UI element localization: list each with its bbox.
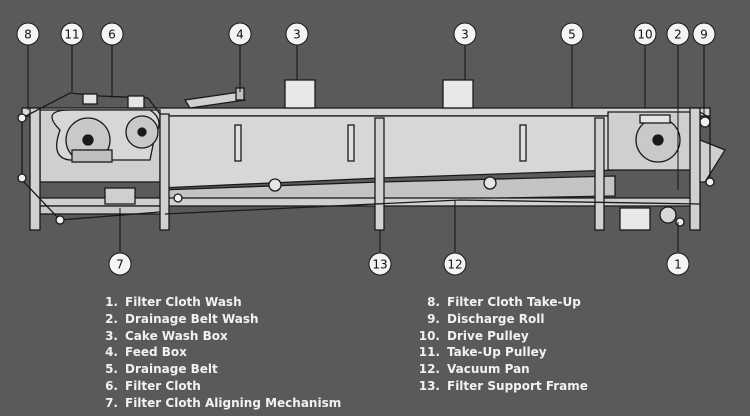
legend-number: 8. [427, 295, 440, 309]
legend-item: 5. Drainage Belt [92, 361, 341, 378]
svg-text:4: 4 [236, 28, 244, 42]
legend-label: Drainage Belt [125, 362, 218, 377]
legend-item: 10. Drive Pulley [414, 328, 588, 345]
legend-number: 3. [105, 328, 118, 343]
legend-item: 2. Drainage Belt Wash [92, 311, 341, 328]
legend-label: Vacuum Pan [447, 362, 530, 377]
legend-number: 2. [105, 311, 118, 326]
svg-text:7: 7 [116, 258, 124, 272]
legend-label: Drive Pulley [447, 328, 529, 343]
legend-number: 6. [105, 378, 118, 393]
cake-wash-box-1 [284, 79, 316, 109]
legend-item: 12. Vacuum Pan [414, 361, 588, 378]
legend-number: 7. [105, 395, 118, 410]
svg-text:3: 3 [461, 28, 469, 42]
callout-7: 7 [108, 252, 132, 276]
legend-item: 7. Filter Cloth Aligning Mechanism [92, 395, 341, 412]
svg-text:5: 5 [568, 28, 576, 42]
svg-text:3: 3 [293, 28, 301, 42]
svg-text:9: 9 [700, 28, 708, 42]
callout-3-left: 3 [285, 22, 309, 46]
legend-label: Drainage Belt Wash [125, 311, 259, 326]
svg-text:8: 8 [24, 28, 32, 42]
filter-cloth [21, 92, 161, 119]
callout-12: 12 [443, 252, 467, 276]
legend-label: Discharge Roll [447, 311, 545, 326]
cloth-aligning-mechanism [104, 187, 136, 205]
legend-item: 3. Cake Wash Box [92, 328, 341, 345]
legend-label: Filter Support Frame [447, 378, 588, 393]
legend-number: 10. [418, 328, 440, 343]
legend-number: 11. [418, 345, 440, 360]
callout-11: 11 [60, 22, 84, 46]
legend-number: 13. [418, 378, 440, 393]
legend-label: Filter Cloth Aligning Mechanism [125, 395, 342, 410]
callout-6: 6 [100, 22, 124, 46]
legend-item: 13. Filter Support Frame [414, 378, 588, 395]
legend-right-column: 8.Filter Cloth Take-Up 9.Discharge Roll … [414, 294, 588, 395]
legend-item: 8. Filter Cloth Take-Up [414, 294, 588, 311]
callout-8: 8 [16, 22, 40, 46]
feed-box [183, 91, 247, 109]
legend-label: Filter Cloth Take-Up [447, 295, 581, 309]
legend-label: Filter Cloth Wash [125, 295, 242, 309]
svg-text:11: 11 [64, 28, 79, 42]
svg-text:10: 10 [637, 28, 652, 42]
legend-number: 9. [427, 311, 440, 326]
callout-10: 10 [633, 22, 657, 46]
callout-9: 9 [692, 22, 716, 46]
legend-item: 1. Filter Cloth Wash [92, 294, 341, 311]
legend-item: 6. Filter Cloth [92, 378, 341, 395]
svg-text:13: 13 [372, 258, 387, 272]
callout-13: 13 [368, 252, 392, 276]
cake-wash-box-2 [442, 79, 474, 109]
callout-3-right: 3 [453, 22, 477, 46]
callout-1: 1 [666, 252, 690, 276]
legend-label: Cake Wash Box [125, 328, 228, 343]
legend-item: 4. Feed Box [92, 344, 341, 361]
svg-text:2: 2 [674, 28, 682, 42]
legend-number: 1. [105, 295, 118, 309]
svg-text:1: 1 [674, 258, 682, 272]
callout-4: 4 [228, 22, 252, 46]
svg-text:12: 12 [447, 258, 462, 272]
legend-label: Take-Up Pulley [447, 345, 547, 360]
callout-5: 5 [560, 22, 584, 46]
discharge-roll [699, 116, 711, 128]
callout-2: 2 [666, 22, 690, 46]
legend-number: 5. [105, 362, 118, 377]
legend-left-column: 1. Filter Cloth Wash 2. Drainage Belt Wash… [92, 294, 341, 412]
belt-filter-illustration: 8 11 6 4 3 3 5 10 [16, 22, 726, 276]
legend-item: 11. Take-Up Pulley [414, 344, 588, 361]
legend-item: 9. Discharge Roll [414, 311, 588, 328]
svg-text:6: 6 [108, 28, 116, 42]
legend-label: Feed Box [125, 345, 187, 360]
legend-number: 4. [105, 345, 118, 360]
legend-number: 12. [418, 362, 440, 377]
legend-label: Filter Cloth [125, 378, 201, 393]
